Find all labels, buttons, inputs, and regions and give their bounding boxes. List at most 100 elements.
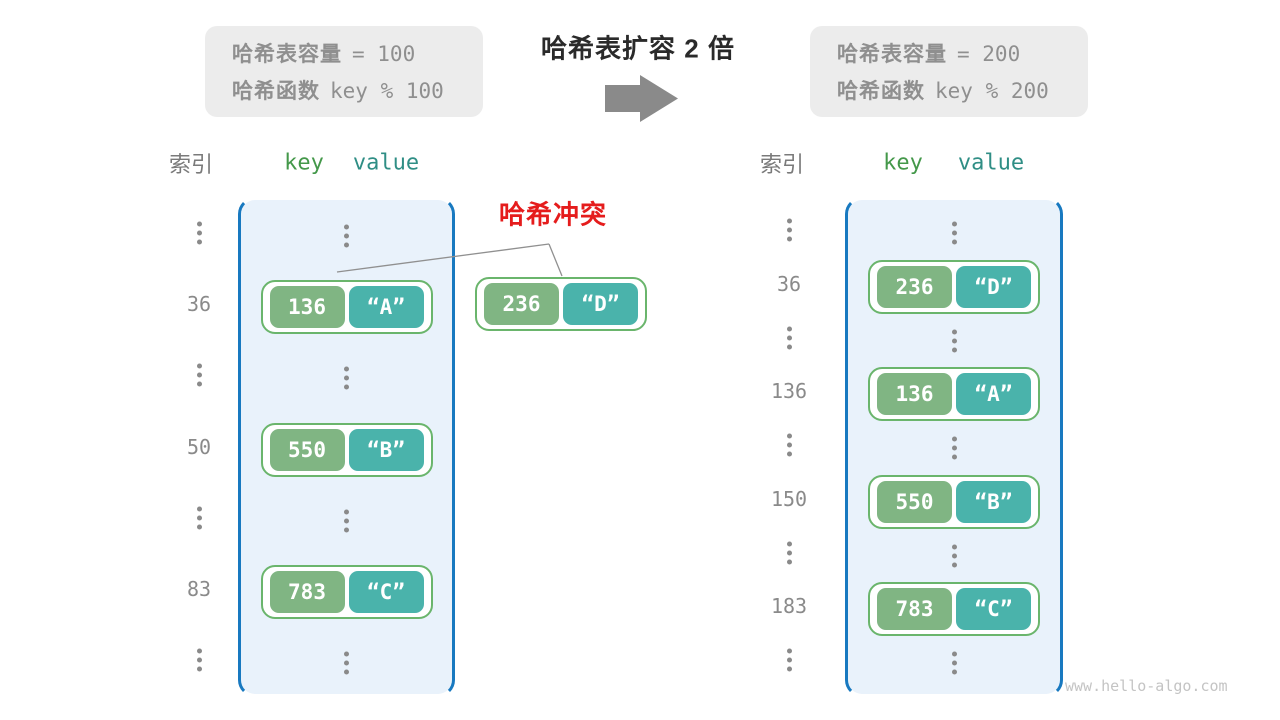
value-header-right: value <box>957 150 1025 176</box>
table-row-ellipsis <box>241 651 452 675</box>
key-cell: 136 <box>877 373 952 416</box>
index-label: 150 <box>770 486 808 511</box>
index-ellipsis <box>159 648 239 672</box>
value-cell: “A” <box>348 286 424 329</box>
watermark: www.hello-algo.com <box>1065 677 1228 695</box>
kv-pair: 236“D” <box>868 259 1040 314</box>
index-column-right: 36 136 150 183 <box>749 197 829 697</box>
table-row-ellipsis <box>241 224 452 248</box>
vdots-icon <box>951 329 957 352</box>
vdots-icon <box>786 541 792 564</box>
index-header-left: 索引 <box>168 152 214 177</box>
vdots-icon <box>196 221 202 245</box>
kv-pair: 783“C” <box>260 564 433 619</box>
index-label: 83 <box>186 576 212 601</box>
index-ellipsis <box>749 648 829 672</box>
key-header-left: key <box>284 150 324 176</box>
capacity-line: 哈希表容量 = 200 <box>837 38 1088 68</box>
vdots-icon <box>786 326 792 349</box>
vdots-icon <box>344 651 349 675</box>
capacity-value: = 100 <box>352 42 416 66</box>
index-ellipsis <box>159 363 239 387</box>
vdots-icon <box>196 648 202 672</box>
vdots-icon <box>786 218 792 242</box>
index-column-left: 36 50 83 <box>159 197 239 697</box>
arrow-right-icon <box>605 75 678 122</box>
index-ellipsis <box>749 433 829 457</box>
table-row: 236“D” <box>848 259 1060 314</box>
key-cell: 136 <box>269 286 345 329</box>
collision-kv-pair: 236 “D” <box>475 277 647 331</box>
vdots-icon <box>786 433 792 457</box>
kv-pair: 136“A” <box>260 280 433 335</box>
key-cell: 550 <box>269 428 345 471</box>
kv-pair: 136“A” <box>868 367 1040 422</box>
vdots-icon <box>196 506 202 530</box>
table-row: 783“C” <box>848 582 1060 637</box>
index-label: 136 <box>770 379 808 404</box>
hash-table-right: 236“D” 136“A” 550“B” 783“C” <box>845 197 1063 697</box>
index-label: 36 <box>776 271 802 296</box>
index-ellipsis <box>749 326 829 349</box>
table-row-ellipsis <box>848 651 1060 675</box>
hash-function-line: 哈希函数 key % 200 <box>837 75 1088 105</box>
table-row-ellipsis <box>848 436 1060 460</box>
capacity-line: 哈希表容量 = 100 <box>232 38 483 68</box>
key-cell: 236 <box>484 283 559 325</box>
value-cell: “D” <box>563 283 638 325</box>
hash-function-label: 哈希函数 <box>232 80 320 103</box>
kv-pair: 783“C” <box>868 582 1040 637</box>
key-cell: 236 <box>877 265 952 308</box>
value-cell: “C” <box>348 570 424 613</box>
table-row-ellipsis <box>241 366 452 390</box>
hash-table-left: 136“A” 550“B” 783“C” <box>238 197 455 697</box>
capacity-info-after: 哈希表容量 = 200 哈希函数 key % 200 <box>810 26 1088 117</box>
index-label: 36 <box>186 292 212 317</box>
key-cell: 783 <box>877 588 952 631</box>
vdots-icon <box>951 221 957 245</box>
index-header-right: 索引 <box>759 152 805 177</box>
hash-function-label: 哈希函数 <box>837 80 925 103</box>
kv-pair: 550“B” <box>260 422 433 477</box>
hash-function-line: 哈希函数 key % 100 <box>232 75 483 105</box>
index-label: 50 <box>186 434 212 459</box>
index-ellipsis <box>749 218 829 242</box>
capacity-value: = 200 <box>957 42 1021 66</box>
hash-function-value: key % 200 <box>935 79 1049 103</box>
key-cell: 550 <box>877 480 952 523</box>
vdots-icon <box>951 544 957 567</box>
capacity-label: 哈希表容量 <box>837 43 947 66</box>
value-cell: “B” <box>956 480 1031 523</box>
table-row-ellipsis <box>848 544 1060 567</box>
value-cell: “C” <box>956 588 1031 631</box>
table-row: 550“B” <box>848 474 1060 529</box>
table-row: 550“B” <box>241 422 452 477</box>
hash-function-value: key % 100 <box>330 79 444 103</box>
table-row: 136“A” <box>848 367 1060 422</box>
table-row-ellipsis <box>848 221 1060 245</box>
resize-title: 哈希表扩容 2 倍 <box>541 33 735 64</box>
value-header-left: value <box>352 150 420 176</box>
vdots-icon <box>344 366 349 390</box>
table-row: 136“A” <box>241 280 452 335</box>
table-row: 783“C” <box>241 564 452 619</box>
index-label: 183 <box>770 594 808 619</box>
index-ellipsis <box>159 506 239 530</box>
index-ellipsis <box>749 541 829 564</box>
vdots-icon <box>196 363 202 387</box>
collision-label: 哈希冲突 <box>498 199 608 230</box>
collision-connector-line <box>548 243 563 277</box>
table-row-ellipsis <box>241 509 452 533</box>
kv-pair: 550“B” <box>868 474 1040 529</box>
vdots-icon <box>344 224 349 248</box>
key-header-right: key <box>883 150 923 176</box>
vdots-icon <box>951 436 957 460</box>
value-cell: “B” <box>348 428 424 471</box>
capacity-info-before: 哈希表容量 = 100 哈希函数 key % 100 <box>205 26 483 117</box>
capacity-label: 哈希表容量 <box>232 43 342 66</box>
key-cell: 783 <box>269 570 345 613</box>
vdots-icon <box>786 648 792 672</box>
vdots-icon <box>344 509 349 533</box>
vdots-icon <box>951 651 957 675</box>
